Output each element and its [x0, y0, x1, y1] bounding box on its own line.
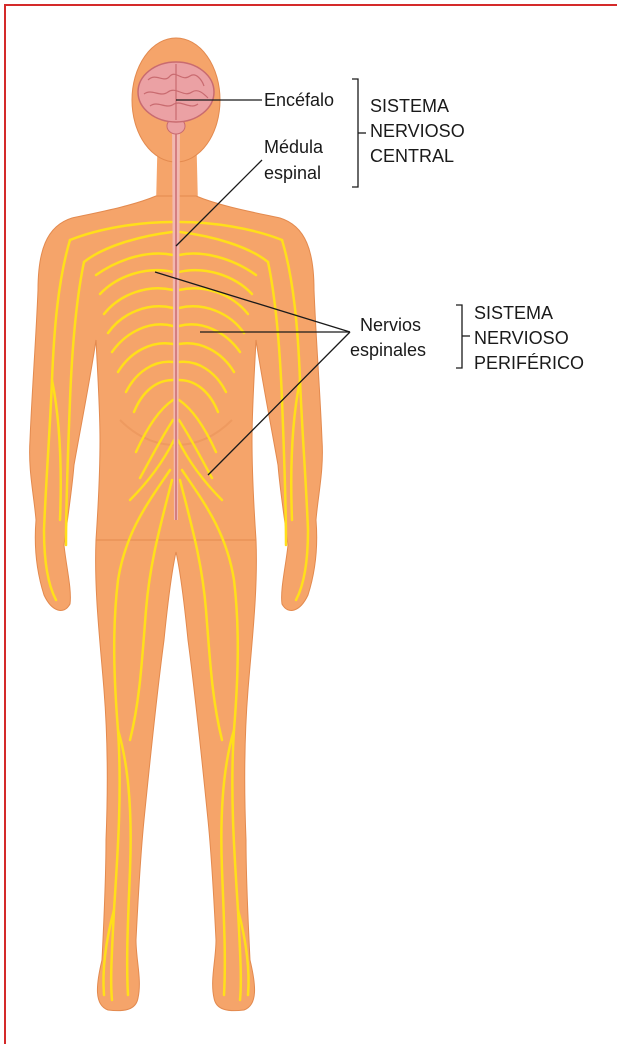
label-snc-3: CENTRAL — [370, 146, 454, 166]
snp-bracket — [456, 305, 462, 368]
label-encefalo: Encéfalo — [264, 90, 334, 110]
label-snp-1: SISTEMA — [474, 303, 553, 323]
label-snp-3: PERIFÉRICO — [474, 353, 584, 373]
label-snc-2: NERVIOSO — [370, 121, 465, 141]
label-snp-2: NERVIOSO — [474, 328, 569, 348]
label-nervios-1: Nervios — [360, 315, 421, 335]
brain — [138, 62, 214, 122]
label-medula-1: Médula — [264, 137, 324, 157]
label-nervios-2: espinales — [350, 340, 426, 360]
label-medula-2: espinal — [264, 163, 321, 183]
snc-bracket — [352, 79, 358, 187]
label-snc-1: SISTEMA — [370, 96, 449, 116]
